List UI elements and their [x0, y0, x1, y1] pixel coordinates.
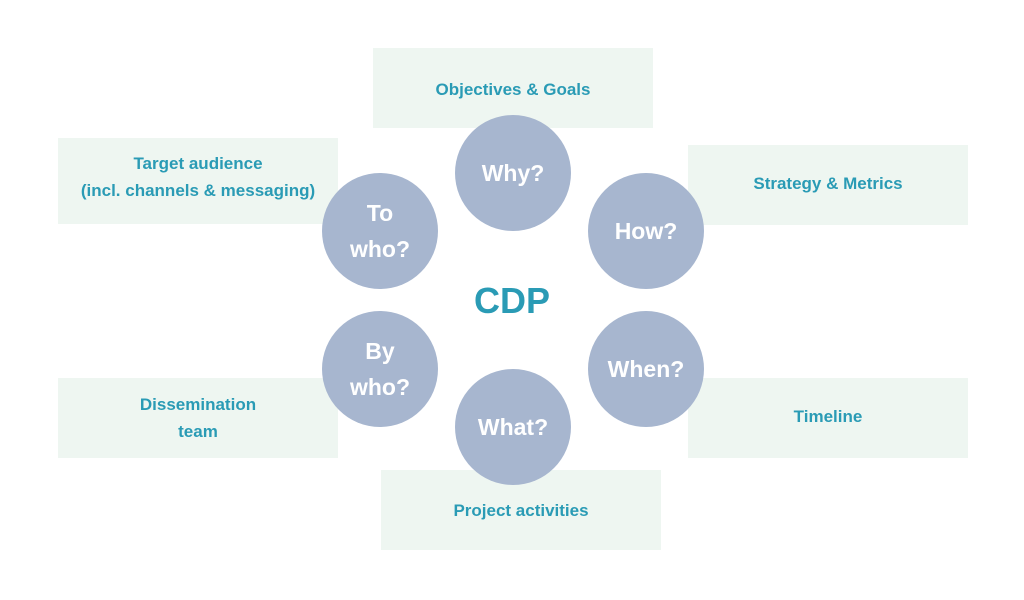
when-label: When?: [607, 356, 685, 382]
timeline-label: Timeline: [793, 406, 863, 426]
strategy-metrics-label: Strategy & Metrics: [753, 173, 903, 193]
dissemination-team-label: Dissemination team: [139, 395, 257, 441]
objectives-goals-label: Objectives & Goals: [435, 80, 591, 99]
dissemination-team-box: Dissemination team: [58, 378, 338, 458]
when-circle: When?: [588, 311, 704, 427]
what-label: What?: [477, 414, 549, 440]
timeline-box: Timeline: [688, 378, 968, 458]
cdp-center-title: CDP: [473, 280, 550, 321]
target-audience-label: Target audience (incl. channels & messag…: [80, 154, 316, 200]
strategy-metrics-box: Strategy & Metrics: [688, 145, 968, 225]
by-who-label: By who?: [349, 338, 411, 400]
target-audience-box: Target audience (incl. channels & messag…: [58, 138, 338, 224]
by-who-circle: By who?: [322, 311, 438, 427]
how-circle: How?: [588, 173, 704, 289]
how-label: How?: [614, 218, 678, 244]
project-activities-label: Project activities: [453, 500, 589, 520]
why-label: Why?: [481, 160, 545, 186]
to-who-circle: To who?: [322, 173, 438, 289]
to-who-label: To who?: [349, 200, 411, 262]
objectives-goals-box: Objectives & Goals: [373, 48, 653, 128]
what-circle: What?: [455, 369, 571, 485]
why-circle: Why?: [455, 115, 571, 231]
